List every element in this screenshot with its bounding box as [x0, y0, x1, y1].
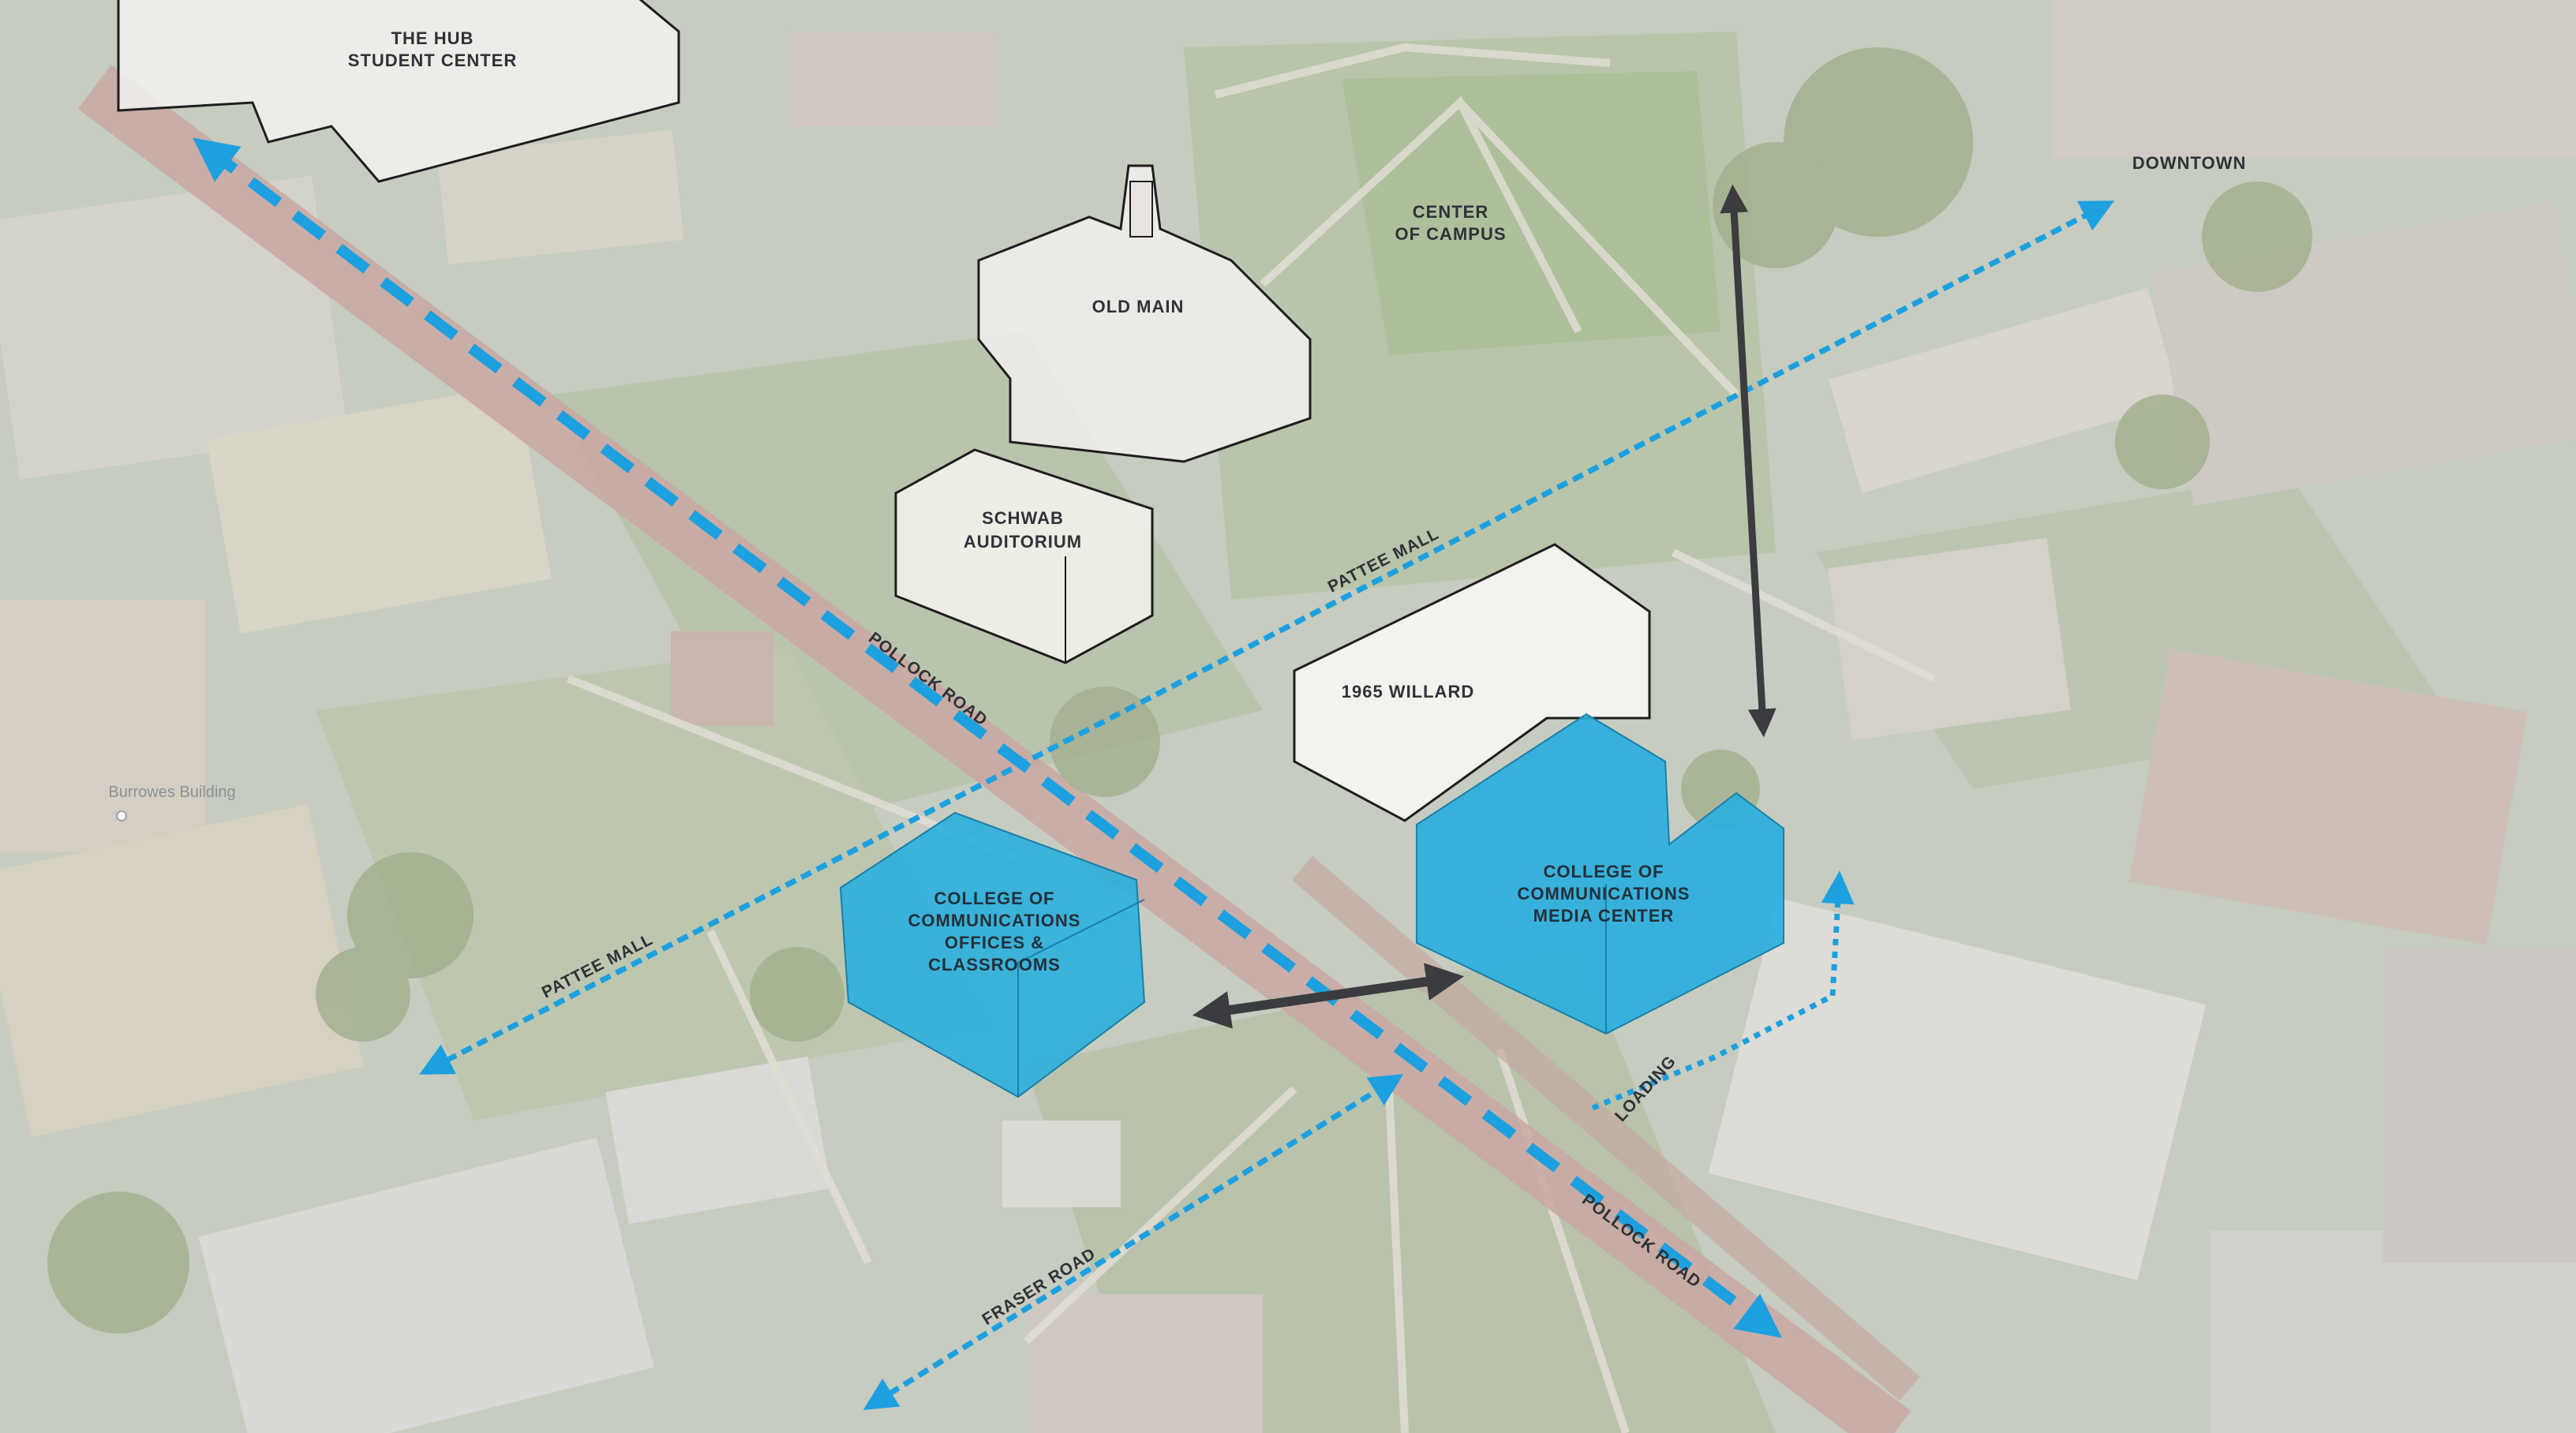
svg-text:CLASSROOMS: CLASSROOMS [928, 955, 1061, 975]
label-the-hub: THE HUB STUDENT CENTER [348, 28, 517, 70]
label-comm-offices-classrooms: COLLEGE OF COMMUNICATIONS OFFICES & CLAS… [908, 889, 1081, 975]
arrow-building-connection [1192, 963, 1465, 1029]
svg-text:OFFICES &: OFFICES & [945, 933, 1044, 952]
arrow-vertical-connection [1720, 184, 1777, 738]
svg-text:SCHWAB: SCHWAB [982, 508, 1064, 528]
svg-text:MEDIA CENTER: MEDIA CENTER [1533, 906, 1675, 926]
svg-text:OLD MAIN: OLD MAIN [1092, 297, 1185, 316]
basemap-label-burrowes-building: Burrowes Building [108, 784, 236, 821]
svg-text:COMMUNICATIONS: COMMUNICATIONS [1518, 884, 1690, 904]
svg-text:STUDENT CENTER: STUDENT CENTER [348, 51, 517, 70]
svg-text:OF CAMPUS: OF CAMPUS [1395, 224, 1507, 244]
svg-text:Burrowes Building: Burrowes Building [108, 784, 235, 801]
svg-text:COLLEGE OF: COLLEGE OF [934, 889, 1055, 908]
svg-text:DOWNTOWN: DOWNTOWN [2132, 153, 2246, 173]
label-comm-media-center: COLLEGE OF COMMUNICATIONS MEDIA CENTER [1518, 862, 1690, 926]
route-fraser-road [863, 1074, 1404, 1410]
label-center-of-campus: CENTER OF CAMPUS [1395, 202, 1507, 244]
svg-text:AUDITORIUM: AUDITORIUM [964, 532, 1082, 552]
svg-text:1965 WILLARD: 1965 WILLARD [1342, 682, 1474, 702]
route-pattee-mall [419, 200, 2114, 1075]
label-1965-willard: 1965 WILLARD [1342, 682, 1474, 702]
label-downtown: DOWNTOWN [2132, 153, 2246, 173]
svg-text:COMMUNICATIONS: COMMUNICATIONS [908, 911, 1081, 930]
route-loading [1591, 870, 1855, 1111]
svg-text:COLLEGE OF: COLLEGE OF [1544, 862, 1664, 881]
label-old-main: OLD MAIN [1092, 297, 1185, 316]
route-pollock-road [193, 137, 1782, 1338]
svg-text:CENTER: CENTER [1413, 202, 1488, 222]
label-schwab-auditorium: SCHWAB AUDITORIUM [964, 508, 1082, 552]
svg-text:THE HUB: THE HUB [391, 28, 474, 48]
